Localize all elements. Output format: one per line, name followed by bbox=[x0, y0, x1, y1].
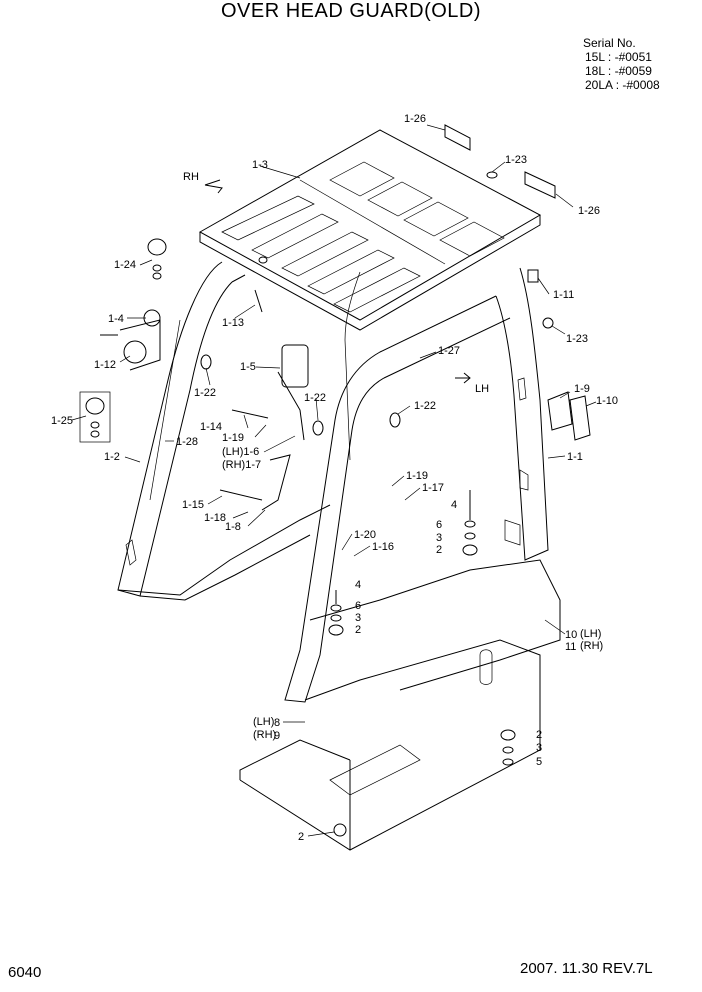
callout-1-10: 1-10 bbox=[596, 395, 618, 407]
mirror-1-5 bbox=[277, 344, 309, 441]
page-number: 6040 bbox=[8, 964, 42, 981]
callout-1-23-top: 1-23 bbox=[505, 154, 527, 166]
callout-1-2: 1-2 bbox=[104, 451, 120, 463]
callout-1-28: 1-28 bbox=[176, 436, 198, 448]
lamp-1-25 bbox=[79, 391, 111, 443]
callout-3-base: 3 bbox=[536, 742, 542, 754]
callout-1-13: 1-13 bbox=[222, 317, 244, 329]
callout-2-bottom: 2 bbox=[298, 831, 304, 843]
callout-2-lower: 2 bbox=[355, 624, 361, 636]
callout-1-19-right: 1-19 bbox=[406, 470, 428, 482]
serial-number-block: Serial No. 15L : -#0051 18L : -#0059 20L… bbox=[583, 36, 660, 92]
callout-6-upper: 6 bbox=[436, 519, 442, 531]
callout-11: 11 bbox=[565, 641, 576, 653]
callout-1-8: 1-8 bbox=[225, 521, 241, 533]
grip-1-6-1-7 bbox=[261, 454, 291, 511]
lamp-1-24 bbox=[147, 238, 167, 280]
callout-1-7-rh: (RH)1-7 bbox=[222, 459, 261, 471]
callout-9: 9 bbox=[274, 730, 280, 742]
callout-1-3: 1-3 bbox=[252, 159, 268, 171]
callout-1-16: 1-16 bbox=[372, 541, 394, 553]
callout-1-15: 1-15 bbox=[182, 499, 204, 511]
direction-arrows bbox=[204, 179, 471, 384]
callout-1-24: 1-24 bbox=[114, 259, 136, 271]
date-revision: 2007. 11.30 REV.7L bbox=[520, 960, 653, 977]
callout-2-upper: 2 bbox=[436, 544, 442, 556]
callout-6-lower: 6 bbox=[355, 600, 361, 612]
callout-1-25: 1-25 bbox=[51, 415, 73, 427]
front-frame-right bbox=[284, 267, 549, 703]
callout-1-18: 1-18 bbox=[204, 512, 226, 524]
callout-10: 10 bbox=[565, 629, 577, 641]
serial-line-20la: 20LA : -#0008 bbox=[585, 78, 660, 92]
callout-3-lower: 3 bbox=[355, 612, 361, 624]
callout-9-side: (RH) bbox=[253, 729, 276, 741]
serial-line-15l: 15L : -#0051 bbox=[585, 50, 652, 64]
callout-1-14: 1-14 bbox=[200, 421, 222, 433]
callout-5-base: 5 bbox=[536, 756, 542, 768]
side-lamps-1-26 bbox=[444, 124, 556, 199]
callout-1-19-left: 1-19 bbox=[222, 432, 244, 444]
callout-8-side: (LH) bbox=[253, 716, 274, 728]
work-light-1-4 bbox=[119, 309, 161, 371]
direction-lh: LH bbox=[475, 383, 489, 395]
roof-panel bbox=[198, 129, 542, 331]
callout-10-side: (LH) bbox=[580, 628, 601, 640]
callout-1-12: 1-12 bbox=[94, 359, 116, 371]
callout-1-1: 1-1 bbox=[567, 451, 583, 463]
callout-1-26-right: 1-26 bbox=[578, 205, 600, 217]
leader-lines bbox=[71, 124, 597, 837]
callout-1-11: 1-11 bbox=[553, 289, 574, 301]
callout-1-17: 1-17 bbox=[422, 482, 444, 494]
callout-2-base: 2 bbox=[536, 729, 542, 741]
callout-4-upper: 4 bbox=[451, 499, 457, 511]
callout-8: 8 bbox=[274, 717, 280, 729]
callout-1-27: 1-27 bbox=[438, 345, 460, 357]
callout-1-22-mid: 1-22 bbox=[304, 392, 326, 404]
serial-heading: Serial No. bbox=[583, 36, 636, 50]
callout-1-26-top: 1-26 bbox=[404, 113, 426, 125]
base-frame bbox=[239, 559, 561, 851]
callout-1-23-right: 1-23 bbox=[566, 333, 588, 345]
callout-1-22-left: 1-22 bbox=[194, 387, 216, 399]
grommets-1-22 bbox=[200, 354, 401, 436]
callout-1-20: 1-20 bbox=[354, 529, 376, 541]
rear-frame-left bbox=[117, 261, 331, 601]
callout-1-9: 1-9 bbox=[574, 383, 590, 395]
callout-3-upper: 3 bbox=[436, 532, 442, 544]
bolts-and-washers bbox=[100, 256, 516, 837]
cap-1-23 bbox=[486, 171, 554, 329]
callout-1-22-right: 1-22 bbox=[414, 400, 436, 412]
serial-line-18l: 18L : -#0059 bbox=[585, 64, 652, 78]
callout-1-6-lh: (LH)1-6 bbox=[222, 446, 259, 458]
callout-1-5: 1-5 bbox=[240, 361, 256, 373]
page-title: OVER HEAD GUARD(OLD) bbox=[220, 0, 482, 22]
callout-1-4: 1-4 bbox=[108, 313, 124, 325]
direction-rh: RH bbox=[183, 171, 199, 183]
callout-4-lower: 4 bbox=[355, 579, 361, 591]
callout-11-side: (RH) bbox=[580, 640, 603, 652]
reflector-1-9-1-10 bbox=[547, 391, 591, 441]
